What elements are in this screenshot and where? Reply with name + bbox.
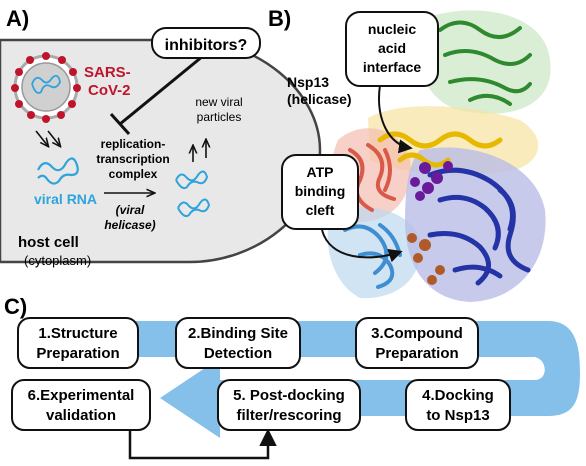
entry-arrow-2 (47, 130, 60, 146)
step-4-box: 4.Docking to Nsp13 (405, 379, 511, 431)
nucleic-label-line2: acid (378, 40, 406, 56)
new-viral-label-line2: particles (197, 110, 242, 124)
helicase-note-line2: helicase) (104, 218, 155, 232)
complex-label-line3: complex (109, 167, 158, 181)
step-1-line1: 1.Structure (38, 325, 117, 342)
cytoplasm-label: (cytoplasm) (24, 253, 91, 268)
inhibition-line (119, 54, 204, 126)
inhibition-bar (109, 112, 131, 136)
nsp13-label-line1: Nsp13 (287, 74, 329, 90)
complex-label-line1: replication- (101, 137, 166, 151)
panel-a-label: A) (6, 6, 29, 31)
step-6-line1: 6.Experimental (28, 387, 135, 404)
atp-label-line3: cleft (306, 202, 335, 218)
entry-arrow-1 (35, 130, 48, 146)
inhibitors-label: inhibitors? (165, 37, 248, 54)
panel-c-label: C) (4, 294, 27, 319)
atp-arrow (321, 229, 403, 263)
panel-b: B) (268, 6, 551, 302)
host-cell-label: host cell (18, 234, 79, 251)
nucleic-label-line1: nucleic (368, 21, 416, 37)
step-1-box: 1.Structure Preparation (17, 317, 139, 369)
step-5-line2: filter/rescoring (236, 407, 341, 424)
step-5-line1: 5. Post-docking (233, 387, 345, 404)
progeny-rna-icon-1 (175, 170, 209, 190)
complex-label-line2: transcription (96, 152, 169, 166)
nucleic-callout (345, 11, 439, 87)
viral-rna-label: viral RNA (34, 191, 97, 207)
nucleic-label-line3: interface (363, 59, 422, 75)
step-2-line1: 2.Binding Site (188, 325, 288, 342)
atp-label-line1: ATP (307, 164, 334, 180)
loop-arrow (128, 420, 277, 460)
nucleic-arrow (378, 84, 413, 154)
step-5-box: 5. Post-docking filter/rescoring (217, 379, 361, 431)
protein-structure-image (327, 10, 551, 302)
nsp13-label-line2: (helicase) (287, 91, 352, 107)
step-6-line2: validation (46, 407, 116, 424)
step-2-box: 2.Binding Site Detection (175, 317, 301, 369)
inhibitors-callout (151, 27, 261, 59)
step-4-line2: to Nsp13 (426, 407, 489, 424)
virus-icon (11, 52, 81, 123)
panel-b-label: B) (268, 6, 291, 31)
virus-label-line1: SARS- (84, 64, 131, 81)
step-3-line2: Preparation (375, 345, 458, 362)
step-6-box: 6.Experimental validation (11, 379, 151, 431)
panel-a: A) SARS- CoV-2 viral RNA replication- tr… (0, 6, 322, 268)
step-2-line2: Detection (204, 345, 272, 362)
virus-label-line2: CoV-2 (88, 82, 131, 99)
atp-label-line2: binding (295, 183, 346, 199)
step-1-line2: Preparation (36, 345, 119, 362)
step-4-line1: 4.Docking (422, 387, 494, 404)
atp-callout (281, 154, 359, 230)
step-3-box: 3.Compound Preparation (355, 317, 479, 369)
new-viral-label-line1: new viral (195, 95, 242, 109)
viral-rna-icon (37, 157, 79, 185)
panel-c: C) 1.Structure Preparation 2.Binding Sit… (4, 294, 580, 460)
helicase-note-line1: (viral (116, 203, 145, 217)
progeny-rna-icon-2 (177, 198, 211, 218)
step-3-line1: 3.Compound (371, 325, 463, 342)
